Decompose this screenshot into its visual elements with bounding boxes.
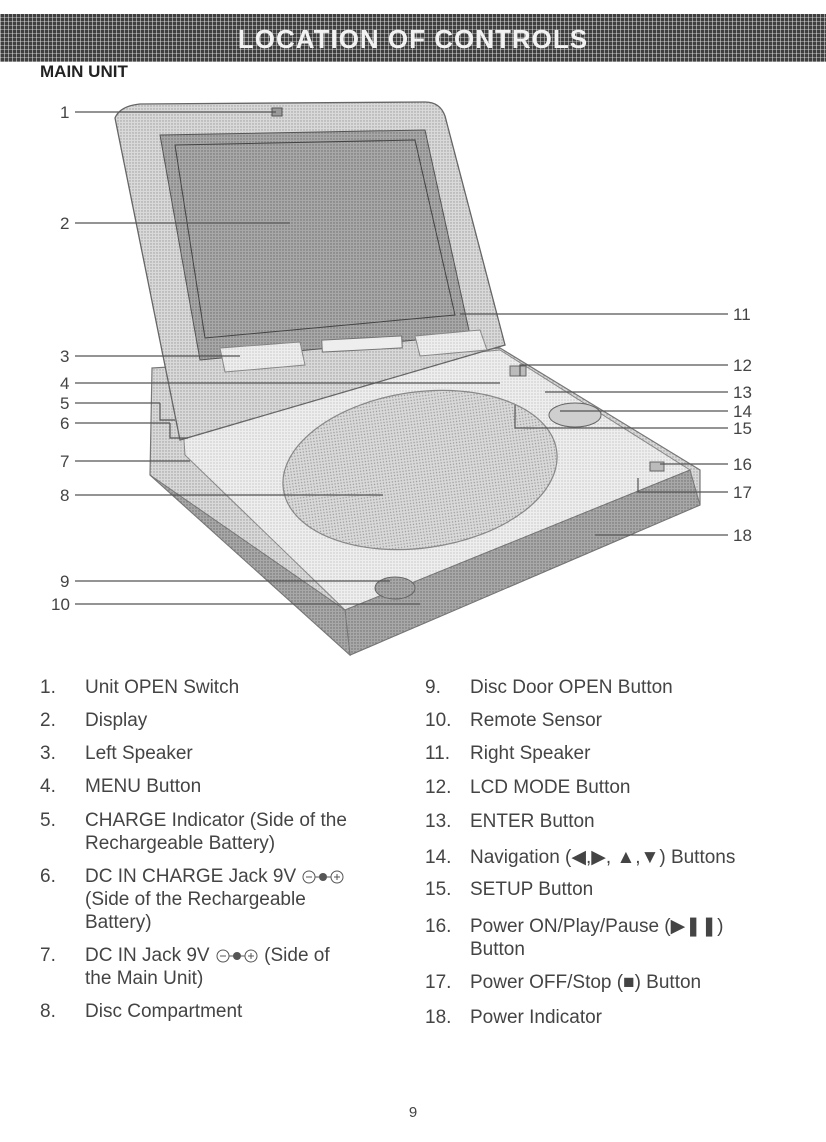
dvd-player-diagram: 1 2 3 4 5 6 7 8 9 10 11 12 13 14 15 16 1… bbox=[51, 101, 752, 657]
callout-10: 10 bbox=[51, 595, 70, 614]
callout-11: 11 bbox=[733, 305, 751, 324]
leader-lines bbox=[75, 111, 728, 605]
power-play-button bbox=[649, 461, 665, 472]
callout-2: 2 bbox=[60, 214, 69, 233]
callout-17: 17 bbox=[733, 483, 752, 502]
callout-8: 8 bbox=[60, 486, 69, 505]
callout-3: 3 bbox=[60, 347, 69, 366]
callout-15: 15 bbox=[733, 419, 752, 438]
callout-14: 14 bbox=[733, 402, 752, 421]
callout-numbers: 1 2 3 4 5 6 7 8 9 10 11 12 13 14 15 16 1… bbox=[51, 103, 752, 614]
disc-door-open-button bbox=[374, 576, 416, 600]
callout-12: 12 bbox=[733, 356, 752, 375]
display-screen bbox=[174, 139, 456, 339]
polarity-icon bbox=[302, 870, 344, 884]
callout-6: 6 bbox=[60, 414, 69, 433]
header-bar: LOCATION OF CONTROLS bbox=[0, 14, 826, 62]
callout-9: 9 bbox=[60, 572, 69, 591]
callout-18: 18 bbox=[733, 526, 752, 545]
section-title: MAIN UNIT bbox=[40, 62, 128, 81]
page-title: LOCATION OF CONTROLS bbox=[237, 24, 589, 54]
lcd-mode-button bbox=[509, 365, 527, 377]
callout-13: 13 bbox=[733, 383, 752, 402]
callout-16: 16 bbox=[733, 455, 752, 474]
callout-5: 5 bbox=[60, 394, 69, 413]
callout-1: 1 bbox=[60, 103, 69, 122]
polarity-icon bbox=[216, 949, 258, 963]
navigation-buttons bbox=[548, 402, 602, 428]
callout-7: 7 bbox=[60, 452, 69, 471]
callout-4: 4 bbox=[60, 374, 69, 393]
disc-compartment bbox=[282, 389, 558, 551]
page-number: 9 bbox=[408, 1104, 418, 1121]
